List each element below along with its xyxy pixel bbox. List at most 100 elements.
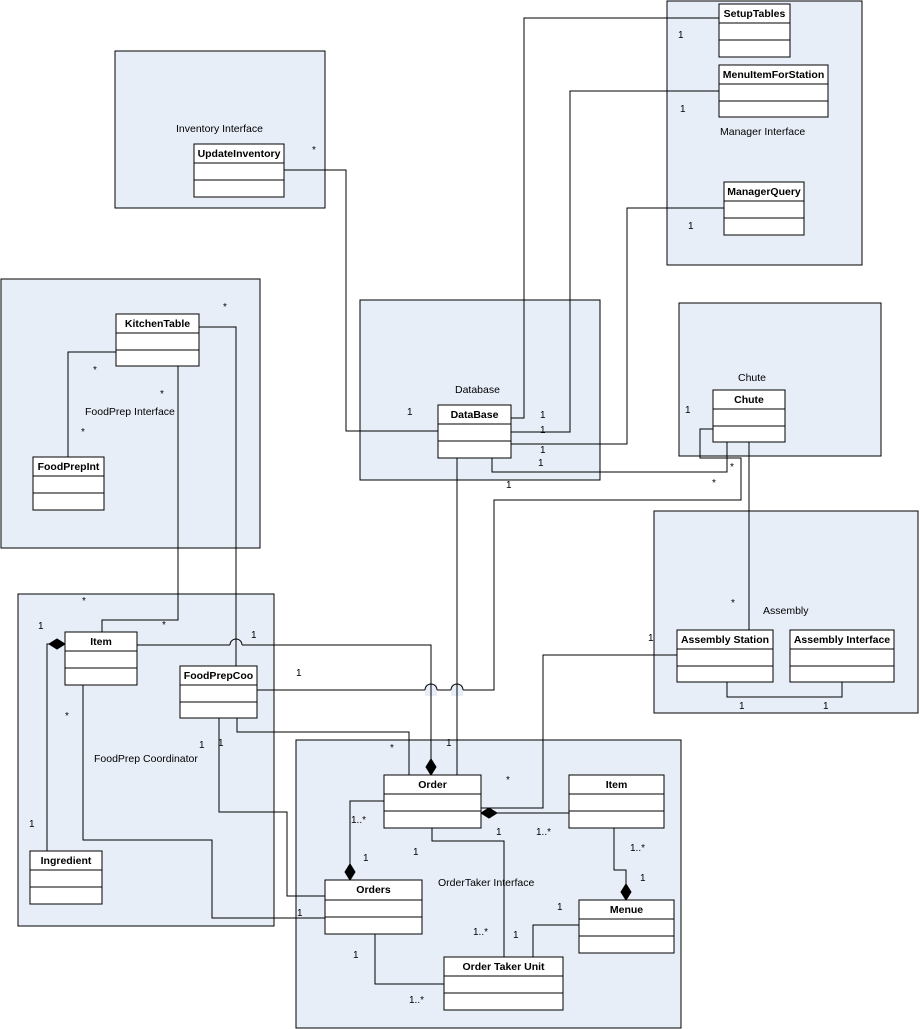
multiplicity: 1..* [630,843,645,854]
package-label: FoodPrep Interface [85,406,175,418]
diamond-item-left [48,638,66,650]
connector-foodprepcoo-orders [218,718,325,897]
class-menuitemforstation[interactable]: MenuItemForStation [718,64,829,118]
line-hops [229,638,464,696]
class-setuptables[interactable]: SetupTables [718,3,791,58]
class-name: Item [90,636,112,648]
class-order[interactable]: Order [383,774,482,829]
multiplicity: 1 [513,930,519,941]
package-label: FoodPrep Coordinator [94,753,198,765]
connector-database-managerquery [511,207,724,445]
class-name: ManagerQuery [727,186,801,198]
connector-updateinventory-database [284,169,438,432]
multiplicity: 1 [538,458,544,469]
diamond-orders-top [344,863,356,881]
multiplicity: 1 [640,873,646,884]
class-name: Item [606,779,628,791]
connector-database-chute [491,442,728,473]
multiplicity: 1 [506,480,512,491]
class-orders[interactable]: Orders [324,879,423,935]
class-name: Chute [734,394,764,406]
multiplicity: * [731,598,735,609]
class-menue[interactable]: Menue [578,899,675,954]
package-label: Database [455,384,500,396]
multiplicity: 1 [540,410,546,421]
class-foodprepcoo[interactable]: FoodPrepCoo [179,665,258,719]
multiplicity: * [506,775,510,786]
multiplicity: 1 [648,633,654,644]
class-assembly-interface[interactable]: Assembly Interface [789,629,895,683]
diamond-menue-top [620,883,632,901]
class-name: Menue [610,904,643,916]
class-name: DataBase [451,409,499,421]
class-name: MenuItemForStation [723,69,825,81]
connector-chute-foodprepcoo [257,428,742,691]
connector-kitchentable-item [101,365,179,632]
multiplicity: 1..* [473,927,488,938]
connectors [46,17,843,985]
diamond-order-top [425,758,437,776]
multiplicity: 1 [353,950,359,961]
class-name: FoodPrepCoo [184,670,253,682]
connector-order-orders [349,800,384,880]
multiplicity: 1 [199,740,205,751]
multiplicity: 1 [823,701,829,712]
class-name: Orders [356,884,391,896]
class-ingredient[interactable]: Ingredient [29,850,103,905]
multiplicity: * [82,596,86,607]
connector-kitchentable-foodprepint [67,351,116,457]
connector-orders-ordertakerunit [374,934,444,985]
class-item-foodprep[interactable]: Item [64,631,138,686]
connector-assemblystation-assemblyinterface [726,682,843,698]
multiplicity: * [730,462,734,473]
multiplicity: 1 [557,902,563,913]
class-assembly-station[interactable]: Assembly Station [676,629,774,683]
multiplicity: * [93,365,97,376]
class-order-taker-unit[interactable]: Order Taker Unit [443,956,564,1011]
class-name: Order [418,779,447,791]
multiplicity: 1 [38,621,44,632]
multiplicity: 1 [251,630,257,641]
class-database[interactable]: DataBase [437,404,512,459]
multiplicity: 1 [678,30,684,41]
class-name: FoodPrepInt [38,461,100,473]
multiplicity: 1..* [409,995,424,1006]
class-managerquery[interactable]: ManagerQuery [723,181,805,236]
package-label: OrderTaker Interface [438,877,534,889]
multiplicity: 1 [297,908,303,919]
class-name: SetupTables [724,8,786,20]
diamond-order-right [480,807,498,819]
multiplicity: 1 [363,853,369,864]
class-chute[interactable]: Chute [712,389,786,443]
multiplicity: * [160,389,164,400]
multiplicity: 1 [540,445,546,456]
multiplicity: * [162,620,166,631]
multiplicity: 1 [685,405,691,416]
class-name: Assembly Station [681,634,769,646]
multiplicity: * [712,478,716,489]
package-label: Inventory Interface [176,123,263,135]
multiplicity: 1 [496,827,502,838]
class-kitchentable[interactable]: KitchenTable [115,313,200,367]
multiplicity: 1..* [351,815,366,826]
multiplicity: 1 [688,221,694,232]
package-label: Chute [738,372,766,384]
class-foodprepint[interactable]: FoodPrepInt [32,456,105,511]
multiplicity: * [65,711,69,722]
package-label: Manager Interface [720,126,805,138]
connector-menue-ordertakerunit [532,924,579,957]
connector-kitchentable-foodprepcoo [199,326,237,666]
multiplicity: 1 [540,425,546,436]
connector-order-ordertakerunit [431,828,505,957]
multiplicity: * [81,427,85,438]
multiplicity: 1 [680,104,686,115]
class-updateinventory[interactable]: UpdateInventory [193,143,285,198]
multiplicity: 1 [739,701,745,712]
multiplicity: 1 [29,819,35,830]
class-item-ordertaker[interactable]: Item [568,774,665,829]
multiplicity: 1 [413,847,419,858]
connector-assemblystation-order [481,654,677,809]
composition-diamonds [48,638,632,901]
